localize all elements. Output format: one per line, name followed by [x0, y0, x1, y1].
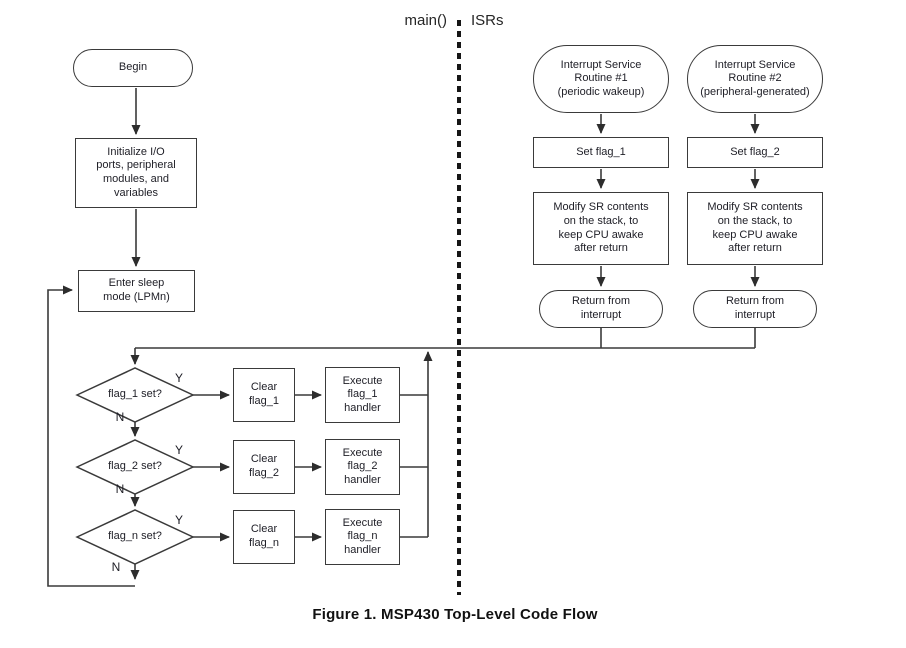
return-interrupt-oval-1: Return from interrupt — [539, 290, 663, 328]
decision-diamond-flag-1 — [75, 367, 195, 423]
no-label-3: N — [111, 560, 121, 574]
execute-box-flag-n: Execute flag_n handler — [325, 509, 400, 565]
no-label-1: N — [115, 410, 125, 424]
clear-box-flag-2: Clear flag_2 — [233, 440, 295, 494]
no-label-2: N — [115, 482, 125, 496]
begin-terminator: Begin — [73, 49, 193, 87]
execute-box-flag-1: Execute flag_1 handler — [325, 367, 400, 423]
decision-diamonds — [75, 367, 195, 565]
modify-sr-box-1: Modify SR contents on the stack, to keep… — [533, 192, 669, 265]
clear-box-flag-1: Clear flag_1 — [233, 368, 295, 422]
execute-box-flag-2: Execute flag_2 handler — [325, 439, 400, 495]
decision-diamond-flag-n — [75, 509, 195, 565]
decision-label-flag-2: flag_2 set? — [108, 460, 162, 473]
set-flag1-box: Set flag_1 — [533, 137, 669, 168]
return-interrupt-oval-2: Return from interrupt — [693, 290, 817, 328]
decision-label-flag-n: flag_n set? — [108, 530, 162, 543]
yes-label-2: Y — [174, 443, 183, 457]
figure-caption: Figure 1. MSP430 Top-Level Code Flow — [312, 606, 598, 623]
sleep-loopback-line — [47, 285, 135, 587]
decision-label-flag-1: flag_1 set? — [108, 388, 162, 401]
lane-label-main: main() — [404, 12, 447, 29]
decision-diamond-flag-2 — [75, 439, 195, 495]
clear-box-flag-n: Clear flag_n — [233, 510, 295, 564]
yes-label-1: Y — [174, 371, 183, 385]
yes-label-3: Y — [174, 513, 183, 527]
isr2-terminator: Interrupt Service Routine #2 (peripheral… — [687, 45, 823, 113]
set-flag2-box: Set flag_2 — [687, 137, 823, 168]
flow-arrows — [47, 88, 760, 587]
lane-label-isrs: ISRs — [471, 12, 504, 29]
modify-sr-box-2: Modify SR contents on the stack, to keep… — [687, 192, 823, 265]
init-process-box: Initialize I/O ports, peripheral modules… — [75, 138, 197, 208]
sleep-process-box: Enter sleep mode (LPMn) — [78, 270, 195, 312]
isr1-terminator: Interrupt Service Routine #1 (periodic w… — [533, 45, 669, 113]
